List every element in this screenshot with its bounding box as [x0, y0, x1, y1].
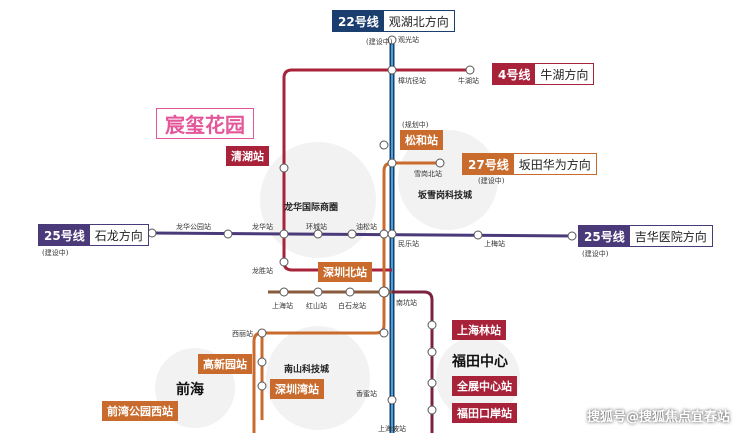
line-27-direction-box[interactable]: 27号线 坂田华为方向 — [462, 153, 597, 175]
station-label: 观光站 — [398, 35, 419, 44]
station-dot[interactable] — [257, 328, 267, 338]
line-25-east-note: (建设中) — [582, 250, 609, 258]
line-22-tag: 22号线 — [333, 11, 384, 31]
station-dot[interactable] — [279, 163, 289, 173]
station-dot[interactable] — [313, 229, 323, 239]
line-6-track — [392, 290, 434, 433]
station-dot[interactable] — [473, 230, 483, 240]
station-label: 上梅站 — [484, 239, 505, 248]
station-label: 上海坡站 — [378, 424, 406, 433]
line-27-tag: 27号线 — [463, 154, 514, 174]
line-25-track — [149, 231, 576, 238]
badge-shenzhenwan-station[interactable]: 深圳湾站 — [270, 379, 324, 399]
area-circle-longhua — [260, 142, 376, 258]
station-label: 白石龙站 — [338, 301, 366, 310]
station-label: 龙胜站 — [252, 266, 273, 275]
station-dot[interactable] — [345, 287, 355, 297]
line-25-east-direction-box[interactable]: 25号线 吉华医院方向 — [578, 225, 713, 247]
station-dot[interactable] — [427, 320, 437, 330]
station-dot[interactable] — [279, 229, 289, 239]
area-circle-nanshan — [266, 326, 370, 430]
line-22-note: (建设中) — [366, 38, 393, 46]
badge-songhe-station[interactable]: 松和站 — [400, 130, 443, 150]
line-22-direction: 观湖北方向 — [388, 14, 449, 29]
station-label: 油松站 — [356, 222, 377, 231]
station-dot[interactable] — [147, 228, 157, 238]
station-dot[interactable] — [427, 405, 437, 415]
line-25-west-direction-box[interactable]: 25号线 石龙方向 — [38, 224, 149, 246]
station-label: 西丽站 — [232, 329, 253, 338]
station-label: 民乐站 — [398, 239, 419, 248]
station-dot[interactable] — [427, 378, 437, 388]
line-25-east-tag: 25号线 — [579, 226, 630, 246]
station-dot[interactable] — [279, 257, 289, 267]
station-dot[interactable] — [435, 158, 445, 168]
line-27-note: (建设中) — [478, 177, 505, 185]
station-dot[interactable] — [387, 35, 397, 45]
area-label-futian: 福田中心 — [451, 353, 508, 370]
line-22-direction-box[interactable]: 22号线 观湖北方向 — [332, 10, 455, 32]
station-dot[interactable] — [378, 286, 390, 298]
station-dot[interactable] — [223, 229, 233, 239]
station-dot[interactable] — [379, 328, 389, 338]
badge-gaoxinyuan-station[interactable]: 高新园站 — [198, 354, 252, 374]
songhe-note: (规划中) — [402, 121, 429, 129]
property-highlight-label: 宸玺花园 — [156, 108, 254, 139]
area-label-nanshan: 南山科技城 — [284, 363, 329, 375]
station-label: 牛湖站 — [458, 76, 479, 85]
station-dot[interactable] — [387, 395, 397, 405]
line-25-west-tag: 25号线 — [39, 225, 90, 245]
station-dot[interactable] — [387, 229, 397, 239]
station-label: 雪岗北站 — [414, 169, 442, 178]
badge-futiankouan-station[interactable]: 福田口岸站 — [452, 403, 517, 423]
badge-shenzhenbei-station[interactable]: 深圳北站 — [318, 262, 372, 282]
station-label: 香蜜站 — [356, 389, 377, 398]
station-dot[interactable] — [387, 158, 397, 168]
station-label: 南坑站 — [396, 298, 417, 307]
badge-qinghu-station[interactable]: 清湖站 — [226, 146, 269, 166]
line-4-tag: 4号线 — [493, 64, 536, 84]
station-label: 环城站 — [306, 222, 327, 231]
watermark: 搜狐号@搜狐焦点宜春站 — [586, 410, 730, 425]
station-dot[interactable] — [313, 287, 323, 297]
area-label-longhua: 龙华国际商圈 — [283, 201, 338, 213]
station-dot[interactable] — [257, 381, 267, 391]
station-label: 龙华公园站 — [176, 222, 211, 231]
badge-shanghailin-station[interactable]: 上海林站 — [452, 320, 506, 340]
line-27-direction: 坂田华为方向 — [518, 157, 591, 172]
line-25-west-note: (建设中) — [42, 249, 69, 257]
station-dot[interactable] — [347, 229, 357, 239]
area-label-bantian: 坂雪岗科技城 — [418, 189, 472, 201]
station-dot[interactable] — [427, 347, 437, 357]
badge-quanzhan-station[interactable]: 全展中心站 — [452, 376, 517, 396]
line-25-east-direction: 吉华医院方向 — [634, 229, 707, 244]
area-label-qianhai: 前海 — [176, 381, 204, 398]
station-label: 樟坑径站 — [398, 76, 426, 85]
line-4-direction-box[interactable]: 4号线 牛湖方向 — [492, 63, 595, 85]
line-4-direction: 牛湖方向 — [540, 67, 589, 82]
station-dot[interactable] — [279, 287, 289, 297]
station-dot[interactable] — [567, 231, 577, 241]
line-25-west-direction: 石龙方向 — [94, 228, 143, 243]
station-dot[interactable] — [465, 65, 475, 75]
station-dot[interactable] — [387, 65, 397, 75]
station-dot[interactable] — [379, 229, 389, 239]
station-dot[interactable] — [379, 140, 389, 150]
station-label: 上海站 — [272, 301, 293, 310]
station-dot[interactable] — [257, 357, 267, 367]
station-label: 龙华站 — [252, 222, 273, 231]
badge-qianwan-west-station[interactable]: 前湾公园西站 — [102, 401, 178, 421]
station-label: 红山站 — [306, 301, 327, 310]
